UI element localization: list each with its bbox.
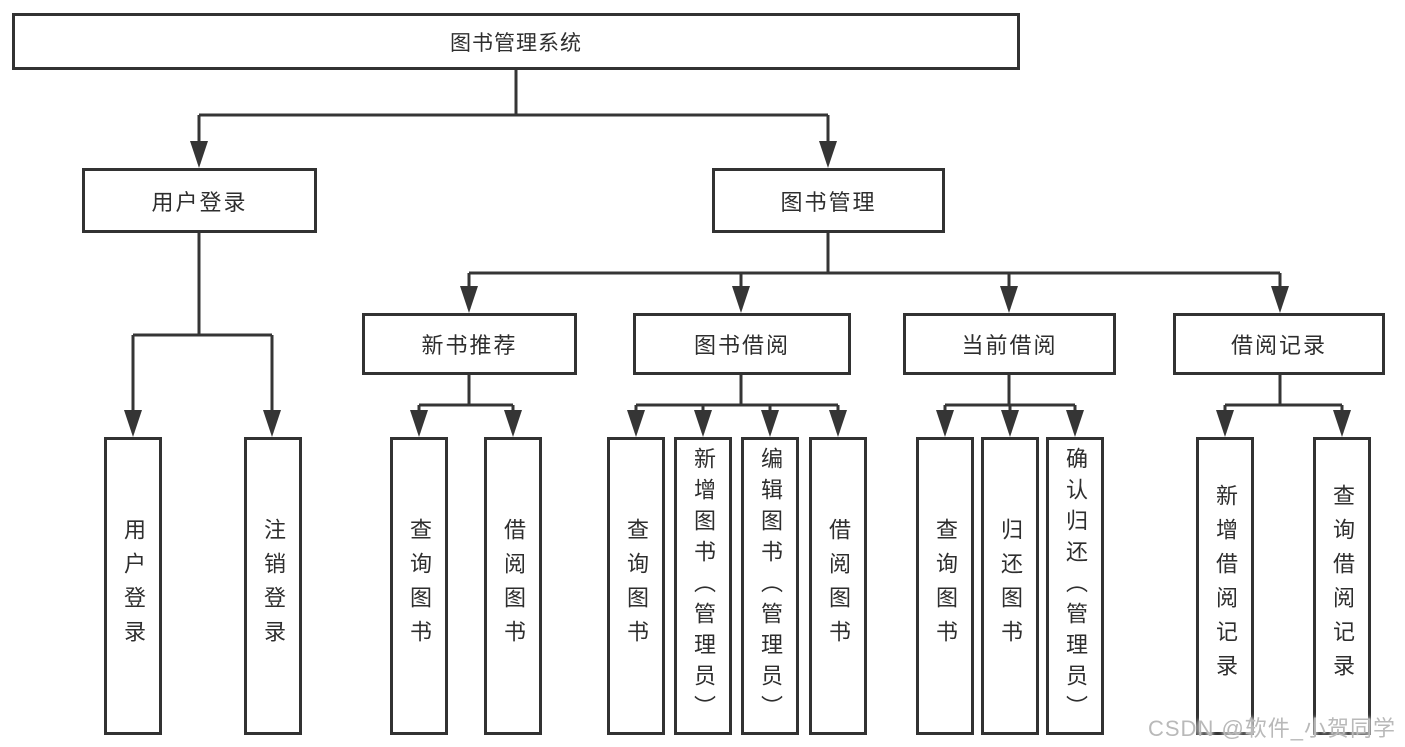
leaf-label: 用户登录 bbox=[121, 518, 146, 654]
leaf-query-books-recommend: 查询图书 bbox=[390, 437, 448, 735]
arrowhead bbox=[819, 141, 837, 168]
node-borrowing-records: 借阅记录 bbox=[1173, 313, 1385, 375]
leaf-label: 编辑图书（管理员） bbox=[758, 446, 783, 726]
leaf-label: 新增借阅记录 bbox=[1213, 484, 1238, 688]
connector-new-book-split bbox=[417, 375, 515, 433]
node-book-management: 图书管理 bbox=[712, 168, 945, 233]
leaf-label: 归还图书 bbox=[998, 518, 1023, 654]
leaf-label: 查询借阅记录 bbox=[1330, 484, 1355, 688]
arrowhead bbox=[1333, 410, 1351, 437]
leaf-label: 注销登录 bbox=[261, 518, 286, 654]
csdn-watermark: CSDN @软件_小贺同学 bbox=[1148, 716, 1397, 741]
leaf-query-borrow-record: 查询借阅记录 bbox=[1313, 437, 1371, 735]
arrowhead bbox=[263, 410, 281, 437]
arrowhead bbox=[124, 410, 142, 437]
node-current-borrowing: 当前借阅 bbox=[903, 313, 1116, 375]
leaf-query-books-current: 查询图书 bbox=[916, 437, 974, 735]
connector-root-split bbox=[197, 70, 830, 164]
leaf-label: 查询图书 bbox=[407, 518, 432, 654]
node-label: 当前借阅 bbox=[961, 333, 1058, 358]
node-label: 借阅记录 bbox=[1230, 333, 1327, 358]
arrowhead bbox=[1271, 286, 1289, 313]
node-label: 图书管理系统 bbox=[450, 31, 582, 55]
arrowhead bbox=[504, 410, 522, 437]
arrowhead bbox=[761, 410, 779, 437]
node-label: 用户登录 bbox=[151, 189, 248, 215]
leaf-borrow-books-recommend: 借阅图书 bbox=[484, 437, 542, 735]
arrowhead bbox=[1000, 286, 1018, 313]
leaf-label: 确认归还（管理员） bbox=[1063, 446, 1088, 726]
leaf-return-books: 归还图书 bbox=[981, 437, 1039, 735]
arrowhead bbox=[1066, 410, 1084, 437]
connector-borrowing-records-split bbox=[1223, 375, 1344, 433]
leaf-edit-books-admin: 编辑图书（管理员） bbox=[741, 437, 799, 735]
leaf-add-borrow-record: 新增借阅记录 bbox=[1196, 437, 1254, 735]
connector-book-management-split bbox=[467, 233, 1282, 309]
connector-book-borrowing-split bbox=[634, 375, 840, 433]
connector-user-login-split bbox=[131, 233, 274, 433]
arrowhead bbox=[829, 410, 847, 437]
arrowhead bbox=[190, 141, 208, 168]
leaf-logout: 注销登录 bbox=[244, 437, 302, 735]
arrowhead bbox=[627, 410, 645, 437]
leaf-add-books-admin: 新增图书（管理员） bbox=[674, 437, 732, 735]
arrowhead bbox=[694, 410, 712, 437]
node-book-borrowing: 图书借阅 bbox=[633, 313, 851, 375]
leaf-label: 查询图书 bbox=[933, 518, 958, 654]
leaf-label: 借阅图书 bbox=[501, 518, 526, 654]
node-label: 图书借阅 bbox=[693, 333, 790, 358]
leaf-borrow-books: 借阅图书 bbox=[809, 437, 867, 735]
leaf-query-books-borrowing: 查询图书 bbox=[607, 437, 665, 735]
arrowhead bbox=[936, 410, 954, 437]
leaf-label: 借阅图书 bbox=[826, 518, 851, 654]
leaf-label: 查询图书 bbox=[624, 518, 649, 654]
node-library-management-system: 图书管理系统 bbox=[12, 13, 1020, 70]
arrowhead bbox=[1216, 410, 1234, 437]
arrowhead bbox=[732, 286, 750, 313]
node-user-login: 用户登录 bbox=[82, 168, 317, 233]
leaf-label: 新增图书（管理员） bbox=[691, 446, 716, 726]
arrowhead bbox=[410, 410, 428, 437]
leaf-user-login: 用户登录 bbox=[104, 437, 162, 735]
leaf-confirm-return-admin: 确认归还（管理员） bbox=[1046, 437, 1104, 735]
arrowhead bbox=[460, 286, 478, 313]
node-new-book-recommendation: 新书推荐 bbox=[362, 313, 577, 375]
arrowhead bbox=[1001, 410, 1019, 437]
node-label: 新书推荐 bbox=[421, 333, 518, 358]
node-label: 图书管理 bbox=[780, 189, 877, 215]
